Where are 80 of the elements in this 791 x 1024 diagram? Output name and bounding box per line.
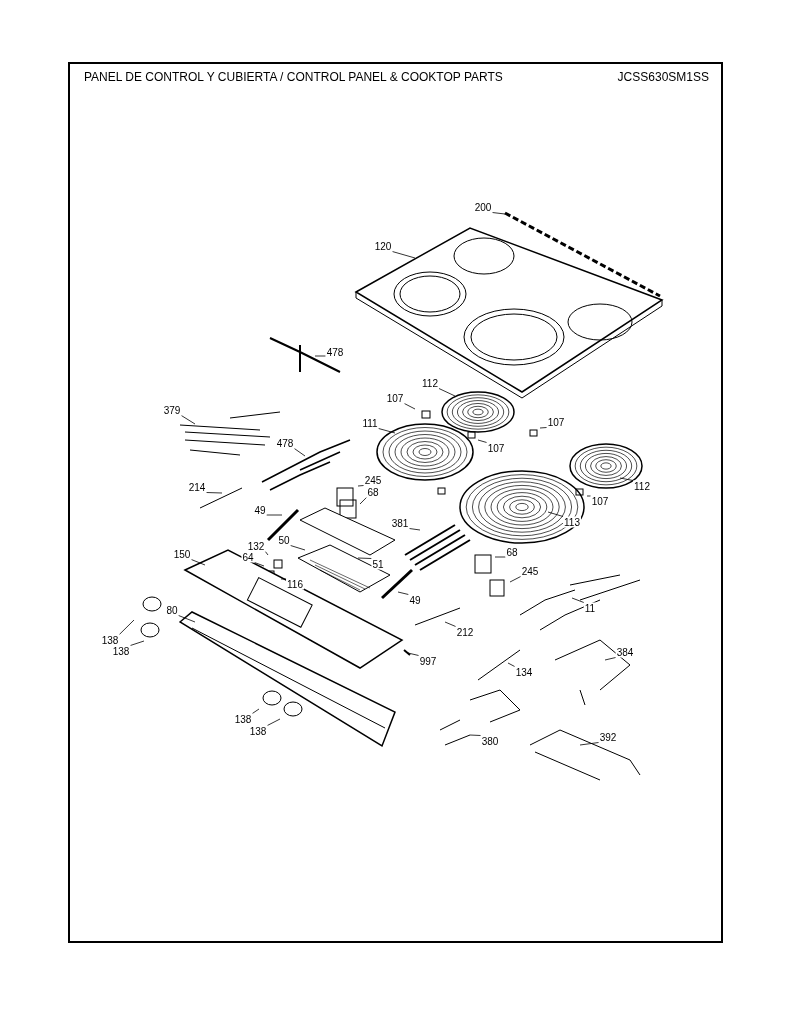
leader-line: [378, 428, 396, 434]
leader-line: [586, 495, 592, 497]
callout-number: 112: [633, 480, 651, 492]
leader-line: [293, 448, 306, 457]
callout-number: 107: [486, 442, 506, 454]
callout-number: 138: [100, 634, 120, 646]
leader-line: [604, 657, 617, 661]
leader-line: [469, 734, 482, 736]
callout-number: 51: [371, 558, 385, 570]
leader-line: [290, 545, 306, 551]
callout-number: 11: [583, 602, 597, 614]
callout-number: 49: [253, 504, 267, 516]
callout-number: 111: [361, 417, 379, 429]
callout-number: 200: [473, 201, 493, 213]
callout-number: 214: [187, 481, 207, 493]
leader-line: [491, 212, 506, 215]
leader-line: [408, 528, 421, 531]
callout-number: 379: [162, 404, 182, 416]
callout-number: 138: [111, 645, 131, 657]
callout-number: 113: [563, 516, 581, 528]
leader-line: [509, 576, 522, 583]
leader-line: [118, 619, 135, 635]
leader-line: [280, 578, 287, 580]
leader-line: [178, 615, 196, 623]
model-number: JCSS630SM1SS: [617, 70, 709, 84]
leader-line: [190, 559, 206, 566]
callout-number: 80: [165, 604, 179, 616]
callout-number: 107: [385, 392, 405, 404]
leader-line: [180, 415, 196, 425]
leader-line: [205, 492, 223, 494]
leader-line: [547, 511, 564, 517]
leader-line: [539, 427, 548, 429]
callout-number: 478: [325, 346, 345, 358]
leader-line: [477, 439, 488, 443]
leader-line: [251, 708, 260, 714]
callout-number: 245: [520, 565, 540, 577]
leader-line: [403, 403, 416, 410]
callout-number: 138: [248, 725, 268, 737]
leader-line: [357, 485, 365, 487]
callout-number: 132: [246, 540, 266, 552]
leader-line: [254, 562, 265, 567]
callout-number: 107: [590, 495, 610, 507]
leader-line: [579, 742, 600, 746]
callout-number: 116: [286, 578, 304, 590]
leader-line: [129, 640, 145, 646]
callout-number: 245: [363, 474, 383, 486]
callout-number: 64: [241, 551, 255, 563]
callout-number: 50: [277, 534, 291, 546]
leader-line: [391, 251, 416, 259]
callout-number: 49: [408, 594, 422, 606]
callout-number: 150: [172, 548, 192, 560]
leader-line: [494, 556, 506, 558]
leader-line: [619, 477, 634, 481]
callout-number: 381: [390, 517, 410, 529]
callout-number: 384: [615, 646, 635, 658]
callout-number: 68: [366, 486, 380, 498]
leader-line: [407, 652, 420, 656]
leader-line: [359, 497, 367, 505]
callout-number: 68: [505, 546, 519, 558]
leader-line: [357, 557, 372, 559]
leader-line: [571, 597, 585, 603]
leader-line: [444, 621, 457, 627]
leader-line: [264, 551, 269, 556]
callout-number: 380: [480, 735, 500, 747]
callout-number: 212: [455, 626, 475, 638]
callout-number: 138: [233, 713, 253, 725]
callout-number: 134: [514, 666, 534, 678]
callout-number: 120: [373, 240, 393, 252]
leader-line: [314, 355, 327, 357]
leader-line: [397, 591, 409, 595]
leader-line: [266, 514, 283, 516]
callout-number: 997: [418, 655, 438, 667]
callout-number: 392: [598, 731, 618, 743]
page-title: PANEL DE CONTROL Y CUBIERTA / CONTROL PANEL & COOKTOP PARTS: [84, 70, 503, 84]
callout-number: 112: [421, 377, 439, 389]
callout-number: 478: [275, 437, 295, 449]
leader-line: [438, 388, 456, 397]
callout-number: 107: [546, 416, 566, 428]
leader-line: [507, 662, 516, 667]
leader-line: [266, 718, 281, 726]
